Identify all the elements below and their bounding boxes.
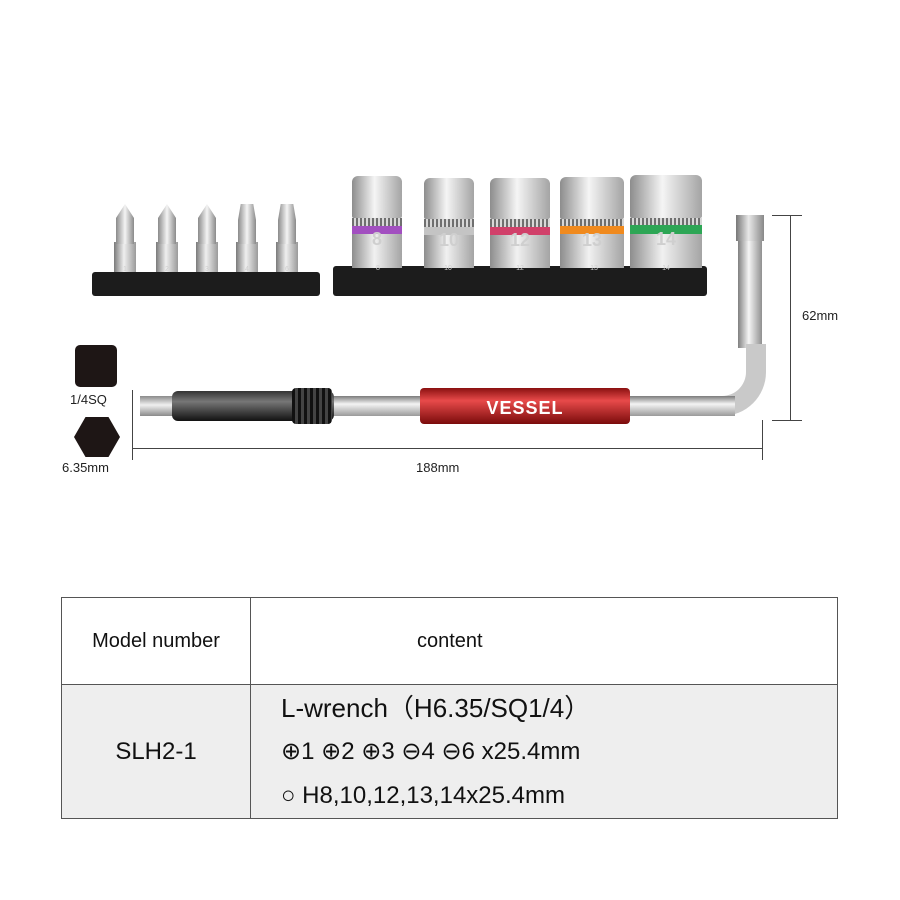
socket-number: 10 xyxy=(444,265,452,272)
content-line: L-wrench（H6.35/SQ1/4） xyxy=(281,692,591,723)
table-header-row: Model number content xyxy=(61,597,838,685)
length-dimension-line xyxy=(132,448,762,449)
square-drive-icon xyxy=(75,345,117,387)
knurled-grip xyxy=(292,388,332,424)
height-dimension-tick xyxy=(772,420,802,421)
brand-logo: VESSEL xyxy=(486,398,564,418)
length-dimension-tick xyxy=(762,420,763,460)
bit-holder xyxy=(92,272,320,296)
phillips-bit-2 xyxy=(156,204,178,272)
content-cell: L-wrench（H6.35/SQ1/4） ⊕1 ⊕2 ⊕3 ⊖4 ⊖6 x25… xyxy=(250,684,838,819)
bit-number: 6 xyxy=(285,266,289,273)
socket-size-label: 12 xyxy=(509,230,531,251)
height-dimension-line xyxy=(790,215,791,420)
height-dimension-label: 62mm xyxy=(802,308,839,323)
socket-size-label: 14 xyxy=(655,228,677,249)
length-dimension-tick xyxy=(132,390,133,460)
bit-number: 4 xyxy=(245,266,249,273)
socket-size-label: 10 xyxy=(438,230,460,251)
hex-drive-tip xyxy=(140,396,174,416)
socket-12: 12 xyxy=(490,178,550,268)
model-number-cell: SLH2-1 xyxy=(61,684,251,819)
bit-number: 2 xyxy=(165,266,169,273)
color-band xyxy=(560,226,624,235)
socket-size-label: 13 xyxy=(581,229,603,250)
color-band xyxy=(424,226,474,235)
socket-10: 10 xyxy=(424,178,474,268)
content-header-label: content xyxy=(417,629,483,652)
socket-size-label: 8 xyxy=(371,229,382,250)
product-illustration: 1 2 3 4 6 8 10 12 13 14 8 10 12 13 14 xyxy=(62,175,839,475)
color-band xyxy=(630,225,702,234)
table-row: SLH2-1 L-wrench（H6.35/SQ1/4） ⊕1 ⊕2 ⊕3 ⊖4… xyxy=(61,684,838,819)
slotted-bit-6 xyxy=(276,204,298,272)
slotted-bit-4 xyxy=(236,204,258,272)
hex-drive-icon xyxy=(74,417,120,457)
socket-number: 8 xyxy=(376,265,380,272)
square-drive-end xyxy=(736,215,764,241)
socket-number: 14 xyxy=(662,265,670,272)
socket-13: 13 xyxy=(560,177,624,268)
content-header: content xyxy=(250,597,838,685)
spec-table: Model number content SLH2-1 L-wrench（H6.… xyxy=(61,597,838,819)
content-line: ⊕1 ⊕2 ⊕3 ⊖4 ⊖6 x25.4mm xyxy=(281,737,581,765)
content-line: ○ H8,10,12,13,14x25.4mm xyxy=(281,781,565,809)
phillips-bit-1 xyxy=(114,204,136,272)
phillips-bit-3 xyxy=(196,204,218,272)
color-band xyxy=(352,225,402,234)
bit-number: 1 xyxy=(123,266,127,273)
socket-number: 13 xyxy=(590,265,598,272)
color-band xyxy=(490,226,550,235)
hex-drive-label: 6.35mm xyxy=(62,460,109,475)
socket-holder xyxy=(333,266,707,296)
socket-number: 12 xyxy=(516,265,524,272)
socket-8: 8 xyxy=(352,176,402,268)
square-drive-label: 1/4SQ xyxy=(70,392,107,407)
red-sleeve xyxy=(420,388,630,424)
bit-number: 3 xyxy=(205,266,209,273)
length-dimension-label: 188mm xyxy=(416,460,460,475)
model-number-header: Model number xyxy=(61,597,251,685)
socket-14: 14 xyxy=(630,175,702,268)
height-dimension-tick xyxy=(772,215,802,216)
